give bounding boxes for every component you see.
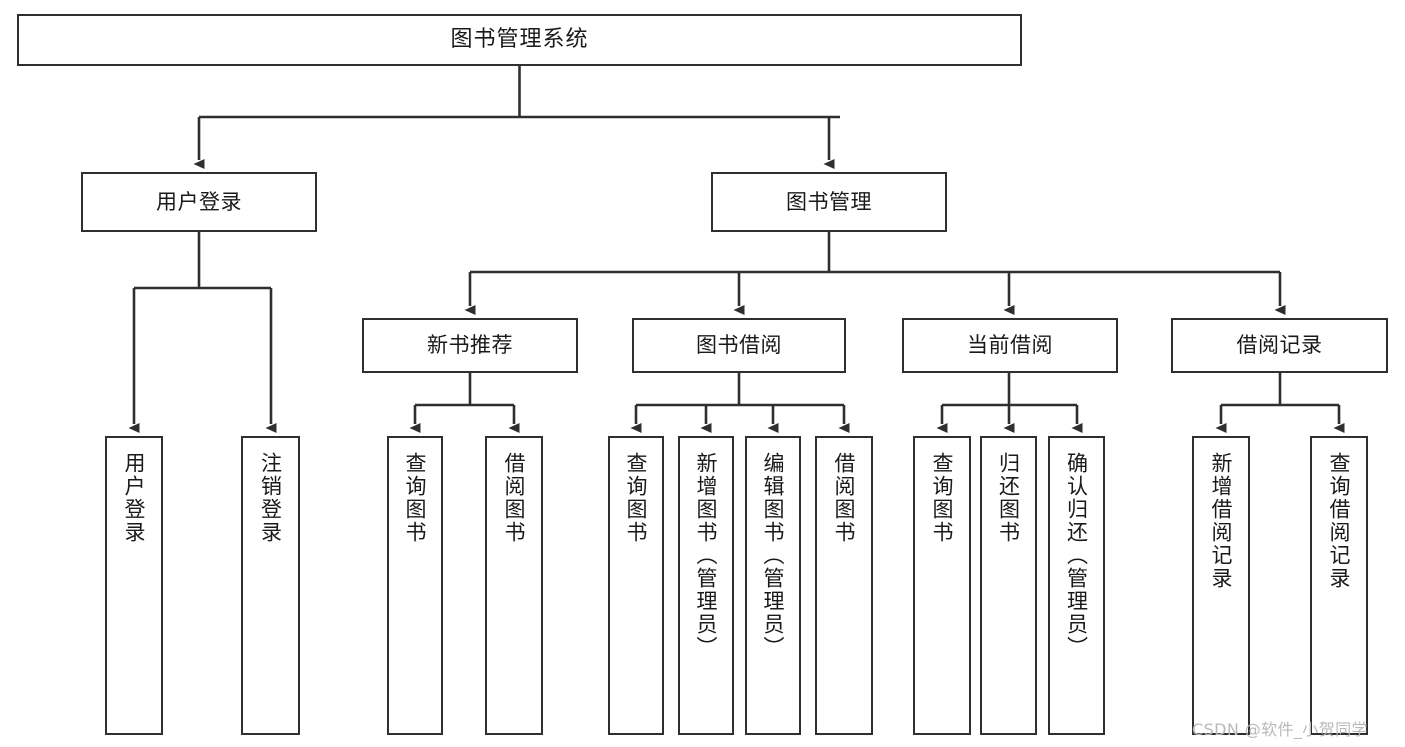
node-label: 查询图书 (403, 452, 428, 544)
node-label: 图书管理系统 (450, 27, 589, 53)
node-label: 查询图书 (624, 452, 649, 544)
node-book-management[interactable]: 图书管理 (711, 172, 947, 232)
leaf-query-borrow-record[interactable]: 查询借阅记录 (1310, 436, 1368, 735)
node-label: 用户登录 (122, 452, 147, 544)
leaf-edit-book-admin[interactable]: 编辑图书（管理员） (745, 436, 801, 735)
node-label: 编辑图书（管理员） (761, 452, 786, 659)
node-label: 确认归还（管理员） (1064, 452, 1089, 659)
leaf-return-book[interactable]: 归还图书 (980, 436, 1037, 735)
leaf-query-book-current[interactable]: 查询图书 (913, 436, 971, 735)
node-label: 借阅图书 (502, 452, 527, 544)
node-root-system[interactable]: 图书管理系统 (17, 14, 1022, 66)
node-label: 用户登录 (156, 189, 242, 214)
leaf-user-login[interactable]: 用户登录 (105, 436, 163, 735)
node-label: 新书推荐 (427, 333, 513, 358)
leaf-logout[interactable]: 注销登录 (241, 436, 300, 735)
leaf-query-book-recommend[interactable]: 查询图书 (387, 436, 443, 735)
node-label: 当前借阅 (967, 333, 1053, 358)
csdn-watermark: CSDN @软件_小贺同学 (1192, 720, 1368, 739)
node-label: 注销登录 (258, 452, 283, 544)
node-user-login[interactable]: 用户登录 (81, 172, 317, 232)
node-borrow-record[interactable]: 借阅记录 (1171, 318, 1388, 373)
node-label: 查询图书 (930, 452, 955, 544)
node-new-book-recommend[interactable]: 新书推荐 (362, 318, 578, 373)
node-current-borrow[interactable]: 当前借阅 (902, 318, 1118, 373)
node-label: 新增借阅记录 (1209, 452, 1234, 590)
leaf-query-book-borrow[interactable]: 查询图书 (608, 436, 664, 735)
leaf-borrow-book-recommend[interactable]: 借阅图书 (485, 436, 543, 735)
node-label: 归还图书 (996, 452, 1021, 544)
leaf-add-book-admin[interactable]: 新增图书（管理员） (678, 436, 734, 735)
node-label: 查询借阅记录 (1327, 452, 1352, 590)
leaf-borrow-book[interactable]: 借阅图书 (815, 436, 873, 735)
node-label: 图书管理 (786, 189, 872, 214)
node-label: 新增图书（管理员） (694, 452, 719, 659)
node-label: 图书借阅 (696, 333, 782, 358)
node-label: 借阅记录 (1236, 333, 1323, 358)
leaf-add-borrow-record[interactable]: 新增借阅记录 (1192, 436, 1250, 735)
node-book-borrow[interactable]: 图书借阅 (632, 318, 846, 373)
leaf-confirm-return-admin[interactable]: 确认归还（管理员） (1048, 436, 1105, 735)
node-label: 借阅图书 (832, 452, 857, 544)
